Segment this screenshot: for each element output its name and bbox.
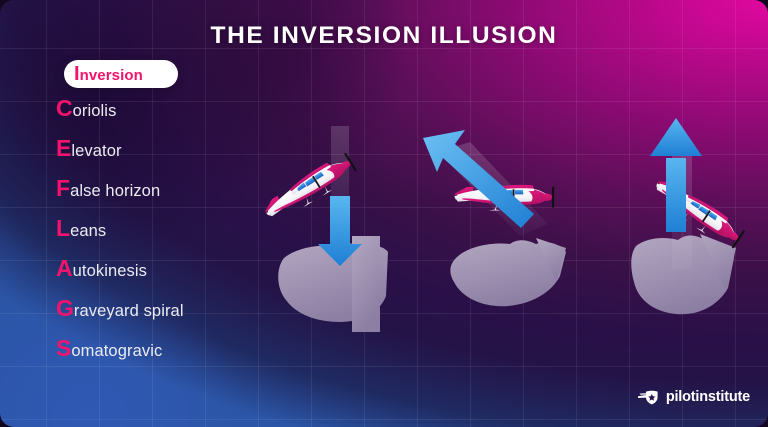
panel-3-scene [631, 118, 747, 315]
list-item-letter: A [56, 254, 73, 281]
list-item-label: levator [71, 141, 122, 160]
list-item-letter: S [56, 334, 72, 361]
page-title: THE INVERSION ILLUSION [210, 22, 558, 49]
aircraft-3 [648, 174, 747, 252]
list-item-label: nversion [79, 67, 143, 84]
list-item-label: alse horizon [70, 181, 161, 200]
arrow-up-3 [650, 118, 702, 232]
terrain-shape-3 [631, 235, 734, 315]
winged-shield-star-icon [637, 390, 658, 405]
brand-name: pilotinstitute [665, 389, 750, 405]
list-item-letter: C [56, 94, 73, 121]
panel-2-scene [423, 130, 566, 307]
list-item-label: raveyard spiral [73, 301, 184, 320]
list-item-letter: E [56, 134, 72, 161]
arrow-up-left-2 [423, 130, 534, 228]
arrow-down-1 [318, 196, 362, 266]
light-shaft-3 [672, 150, 692, 270]
list-item-letter: G [56, 294, 74, 321]
aircraft-2 [454, 184, 555, 212]
list-item-label: eans [70, 221, 107, 240]
light-beam-2 [438, 142, 548, 236]
list-item-label: omatogravic [71, 341, 163, 360]
brand-logo[interactable]: pilotinstitute [637, 389, 750, 405]
list-item-letter: L [56, 214, 71, 241]
terrain-shape-2 [450, 240, 566, 307]
list-item-letter: F [56, 174, 71, 201]
list-item-label: utokinesis [72, 261, 147, 280]
light-shaft-1 [331, 126, 349, 236]
list-item-letter: I [74, 63, 80, 85]
list-item-label: oriolis [72, 101, 117, 120]
